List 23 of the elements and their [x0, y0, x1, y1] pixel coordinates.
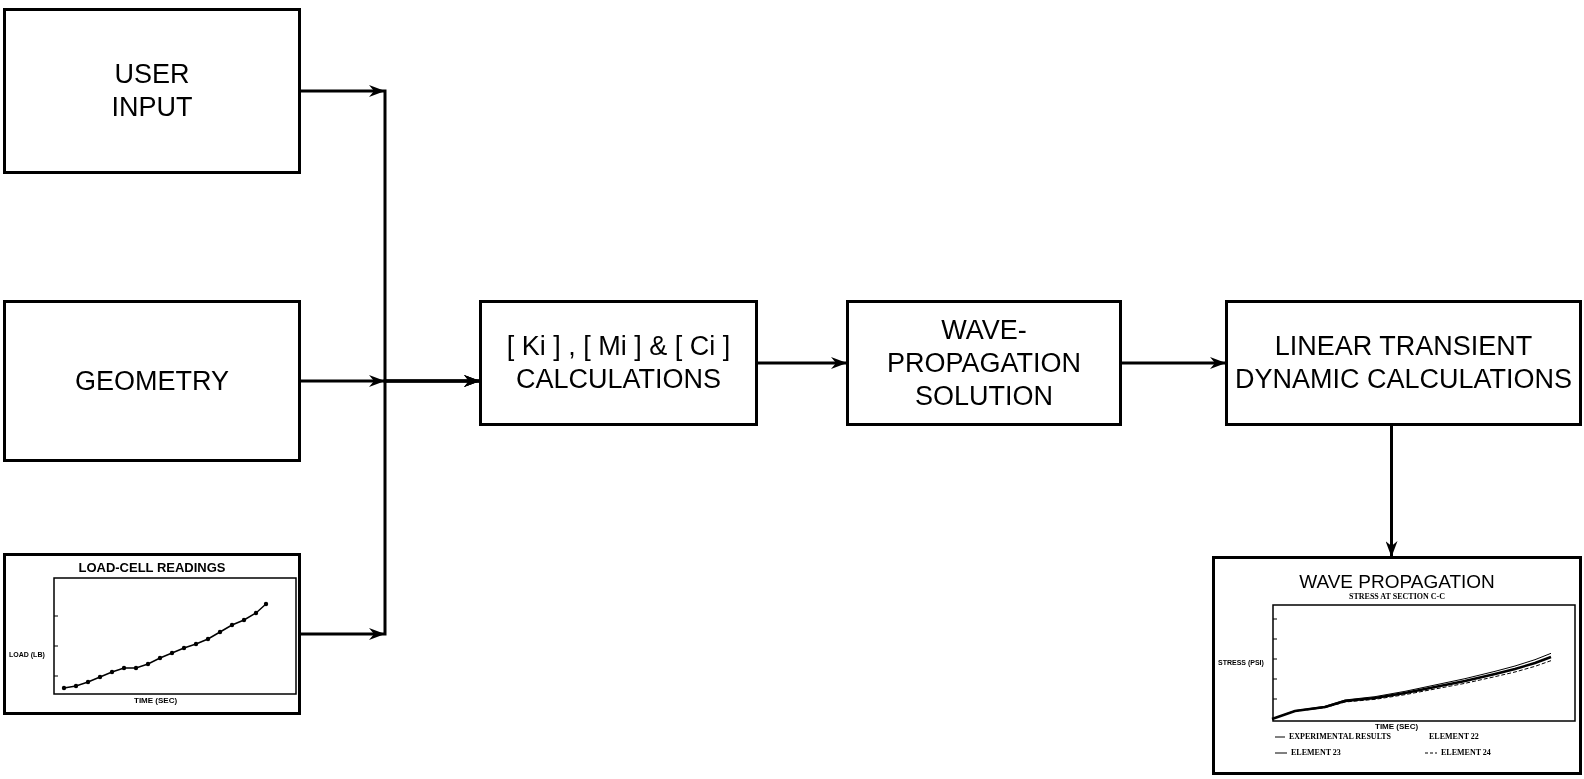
box-label: USER INPUT — [110, 58, 194, 124]
process-box — [846, 300, 1122, 426]
chart-title: LOAD-CELL READINGS — [77, 560, 227, 575]
chart-subtitle: STRESS AT SECTION C-C — [1348, 592, 1446, 601]
legend-text: ELEMENT 23 — [1291, 748, 1341, 757]
legend-text: ELEMENT 24 — [1441, 748, 1491, 757]
box-label: LINEAR TRANSIENT DYNAMIC CALCULATIONS — [1233, 330, 1574, 396]
arrow — [1122, 357, 1226, 369]
process-box — [3, 300, 301, 462]
process-box — [3, 8, 301, 174]
box-label: WAVE- PROPAGATION SOLUTION — [886, 313, 1082, 413]
box-label: GEOMETRY — [75, 364, 229, 398]
legend-text: ELEMENT 22 — [1429, 732, 1479, 741]
arrow — [1385, 426, 1398, 557]
axis-label: TIME (SEC) — [1375, 722, 1419, 731]
chart-title: WAVE PROPAGATION — [1298, 571, 1496, 593]
legend-text: EXPERIMENTAL RESULTS — [1289, 732, 1392, 741]
arrow — [758, 357, 847, 369]
arrow — [301, 375, 480, 636]
box-label: [ Ki ] , [ Mi ] & [ Ci ] CALCULATIONS — [505, 330, 732, 396]
process-box — [479, 300, 758, 426]
process-box — [1225, 300, 1582, 426]
axis-label: TIME (SEC) — [134, 696, 178, 705]
